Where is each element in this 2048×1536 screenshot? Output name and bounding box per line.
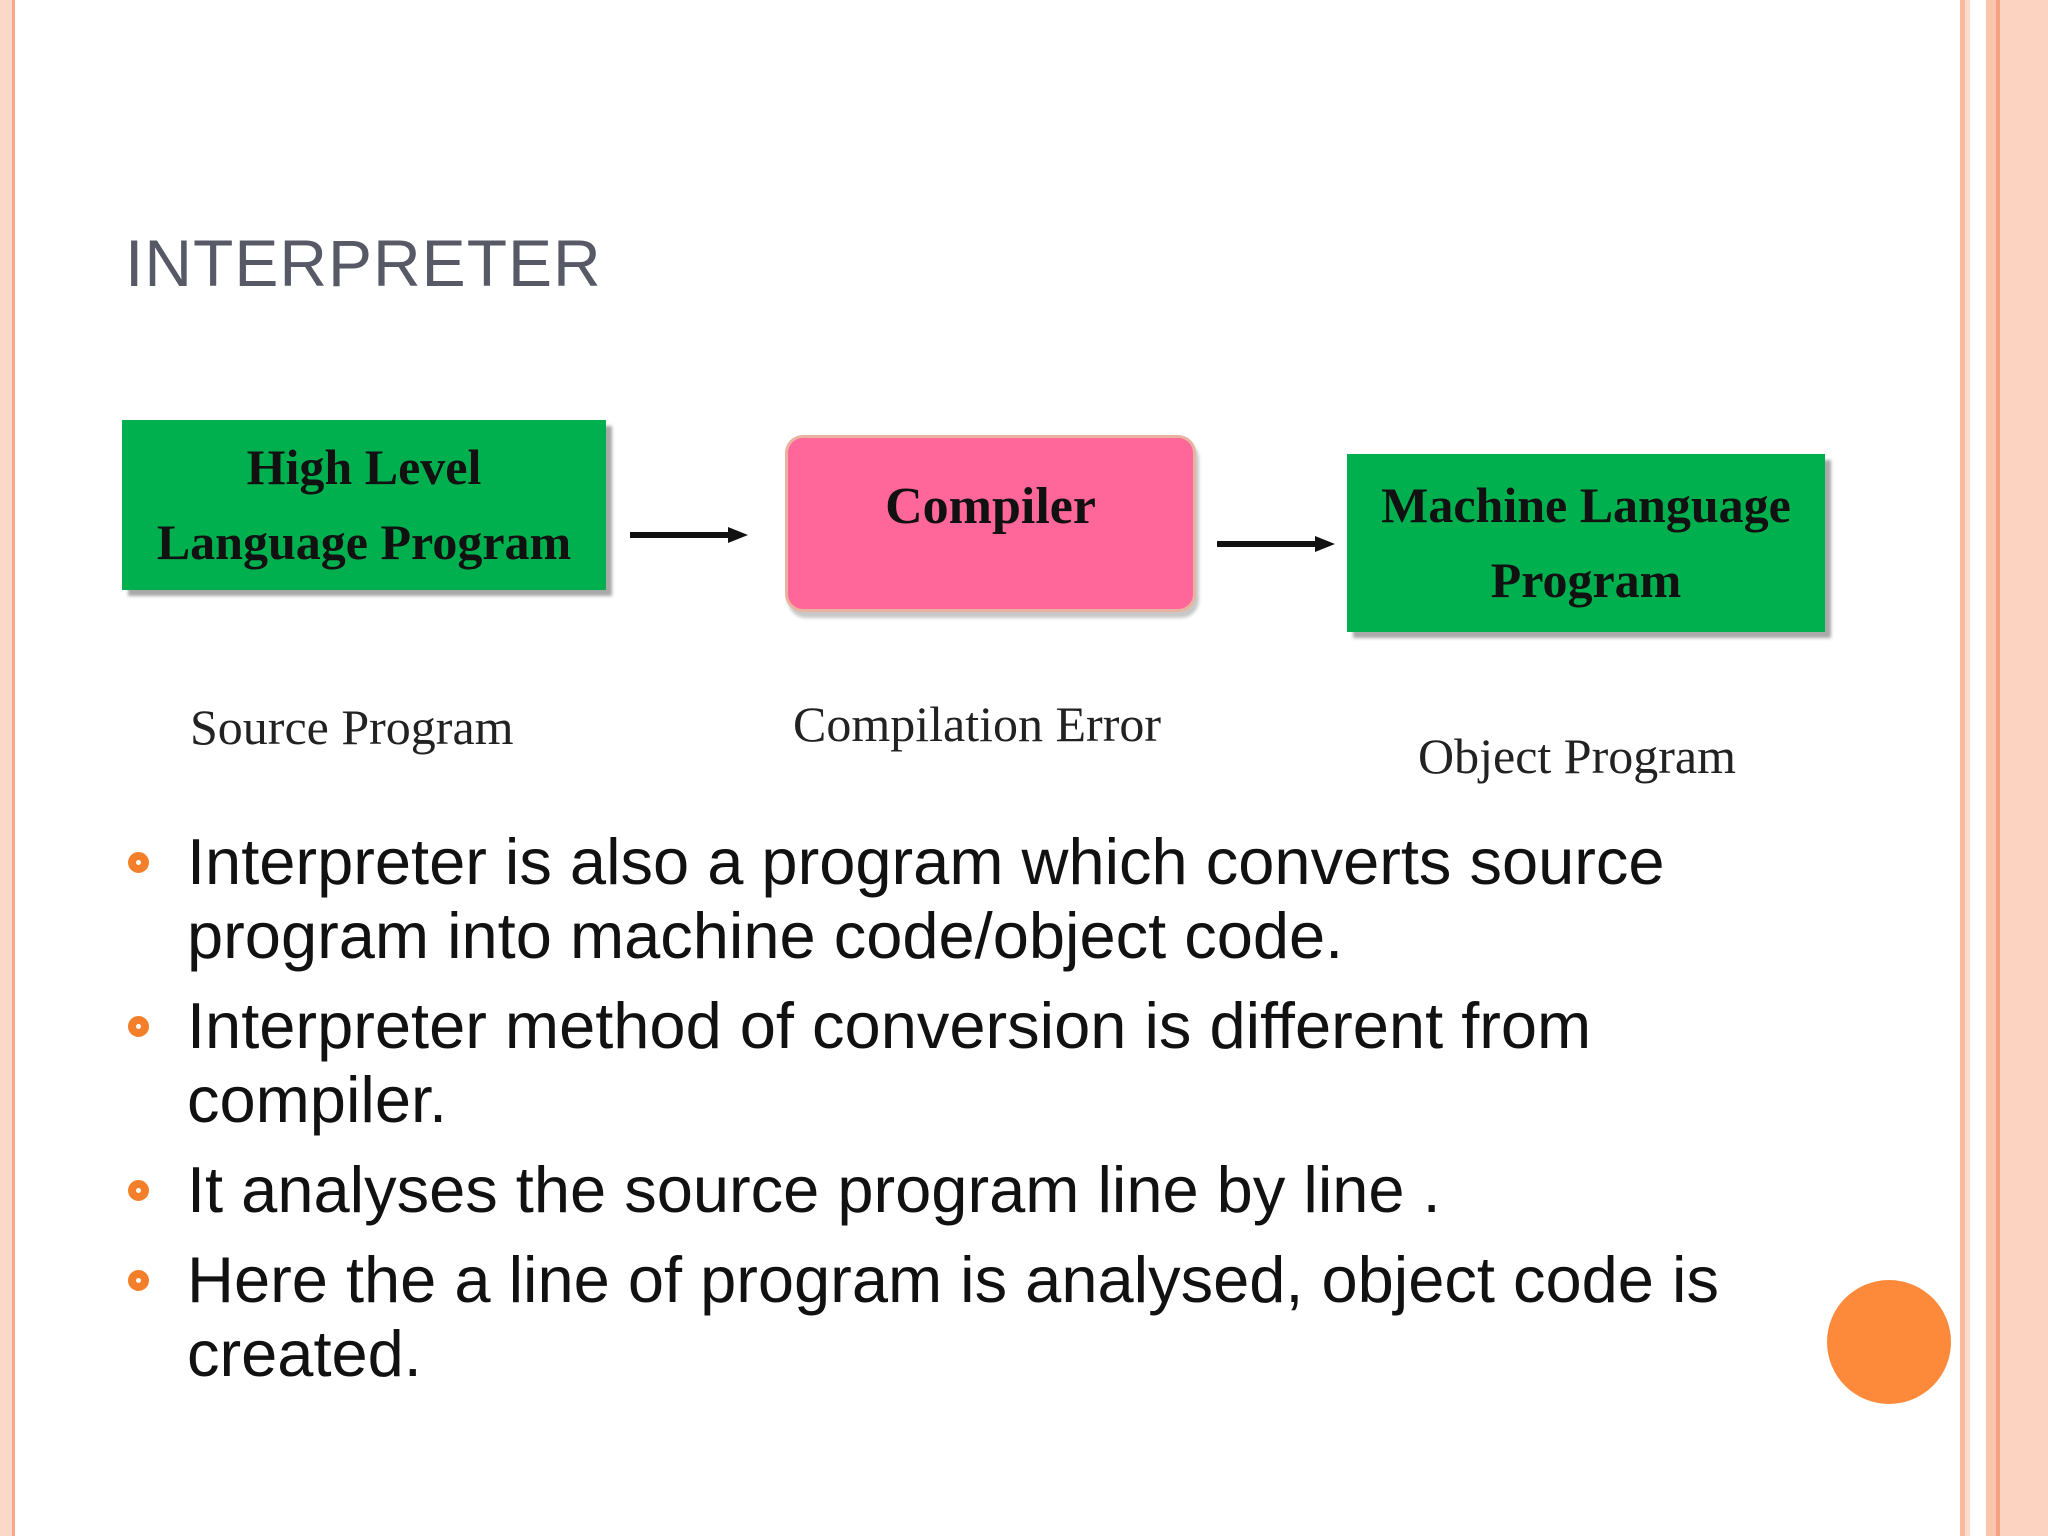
compiler-box-line-1: Compiler — [885, 478, 1096, 535]
arrow-right-icon — [1217, 536, 1335, 552]
bullet-item: Here the a line of program is analysed, … — [125, 1243, 1765, 1391]
object-box-line-1: Machine Language — [1381, 477, 1791, 533]
bullet-text: It analyses the source program line by l… — [187, 1153, 1441, 1226]
bullet-text: Interpreter is also a program which conv… — [187, 825, 1665, 972]
source-program-caption: Source Program — [190, 699, 514, 755]
bullet-item: Interpreter is also a program which conv… — [125, 825, 1765, 973]
slide-title: INTERPRETER — [125, 226, 602, 300]
arrow-right-icon — [630, 527, 748, 543]
compiler-box: Compiler — [785, 435, 1196, 612]
bullet-text: Here the a line of program is analysed, … — [187, 1243, 1719, 1390]
bullet-ring-icon — [128, 1270, 149, 1291]
source-program-box: High Level Language Program — [122, 420, 606, 590]
object-box-line-2: Program — [1490, 552, 1682, 608]
bullet-text: Interpreter method of conversion is diff… — [187, 989, 1592, 1136]
compilation-error-caption: Compilation Error — [793, 696, 1161, 752]
bullet-ring-icon — [128, 852, 149, 873]
bullet-ring-icon — [128, 1016, 149, 1037]
object-program-caption: Object Program — [1418, 728, 1736, 784]
bullet-list: Interpreter is also a program which conv… — [125, 825, 1765, 1407]
bullet-item: It analyses the source program line by l… — [125, 1153, 1765, 1227]
bullet-item: Interpreter method of conversion is diff… — [125, 989, 1765, 1137]
source-box-line-2: Language Program — [156, 514, 572, 570]
decorative-circle — [1827, 1280, 1951, 1404]
object-program-box: Machine Language Program — [1347, 454, 1825, 632]
bullet-ring-icon — [128, 1180, 149, 1201]
right-border-decoration — [1948, 0, 2048, 1536]
left-border-decoration — [0, 0, 22, 1536]
source-box-line-1: High Level — [246, 439, 482, 495]
